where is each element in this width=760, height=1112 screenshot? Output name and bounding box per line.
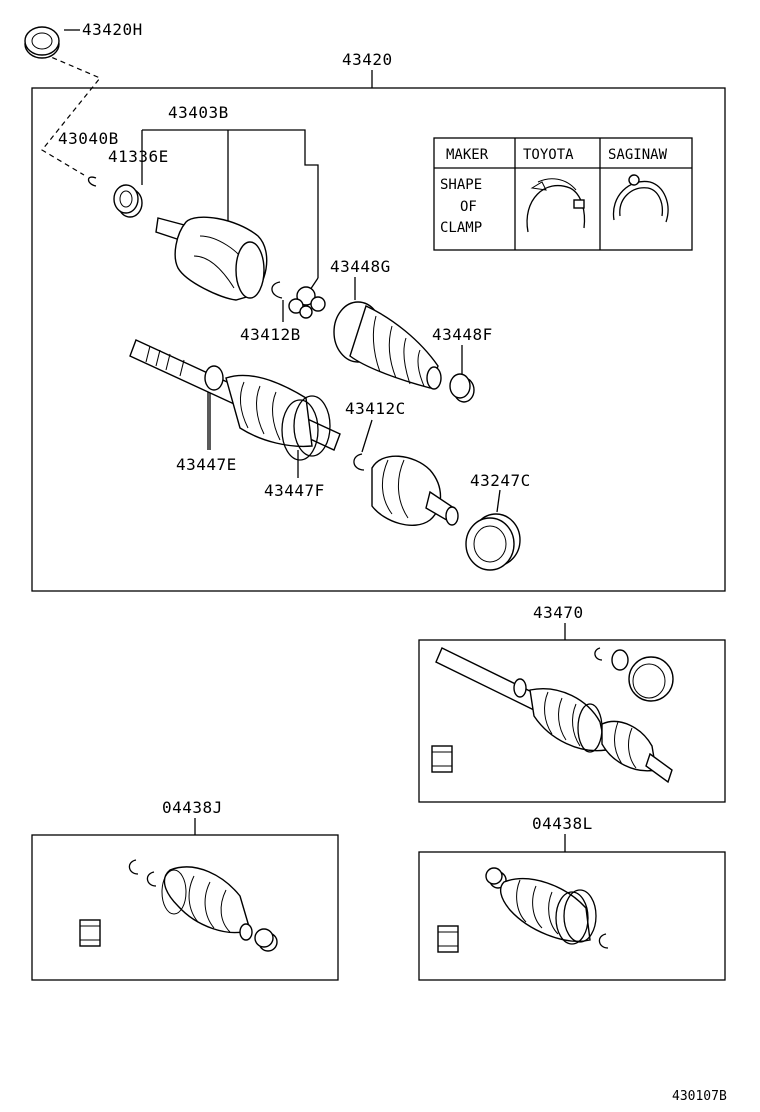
housing-43403B: [155, 216, 268, 301]
tripod-joint: [288, 286, 326, 319]
seal-43420H: [24, 26, 60, 59]
kit-04438L-frame: [418, 851, 726, 981]
boot-43447F: [225, 374, 331, 461]
main-assembly-frame: [31, 87, 726, 592]
label-43470: 43470: [533, 603, 584, 622]
label-43420H: 43420H: [82, 20, 143, 39]
table-row-label-of: OF: [460, 199, 477, 215]
table-header-saginaw: SAGINAW: [608, 147, 668, 163]
label-41336E: 41336E: [108, 147, 169, 166]
ring-43247C: [465, 513, 521, 571]
leader-43412C: [361, 419, 373, 453]
label-43448G: 43448G: [330, 257, 391, 276]
leader-43420H-dashed: [41, 53, 101, 176]
snap-ring-43040B: [87, 176, 97, 187]
clamp-shape-table: MAKER TOYOTA SAGINAW SHAPE OF CLAMP: [433, 137, 693, 251]
circlip-43412B: [271, 281, 283, 299]
label-reference-number: 430107B: [672, 1089, 727, 1104]
label-43447F: 43447F: [264, 481, 325, 500]
circlip-43412C: [353, 453, 365, 471]
kit-04438L-drawing: [437, 867, 609, 953]
kit-04438J-drawing: [79, 859, 278, 952]
label-04438L: 04438L: [532, 814, 593, 833]
label-43412B: 43412B: [240, 325, 301, 344]
saginaw-clamp-icon: [612, 174, 669, 223]
kit-04438J-frame: [31, 834, 339, 981]
table-header-toyota: TOYOTA: [523, 147, 574, 163]
toyota-clamp-icon: [526, 178, 586, 233]
label-43448F: 43448F: [432, 325, 493, 344]
label-43403B: 43403B: [168, 103, 229, 122]
table-row-label-clamp: CLAMP: [440, 220, 482, 236]
label-43420: 43420: [342, 50, 393, 69]
leader-43247C: [496, 489, 501, 513]
table-row-label-shape: SHAPE: [440, 177, 482, 193]
clamp-43448F: [449, 373, 475, 403]
assembly-43470-drawing: [431, 647, 674, 784]
table-header-maker: MAKER: [446, 147, 489, 163]
label-04438J: 04438J: [162, 798, 223, 817]
label-43447E: 43447E: [176, 455, 237, 474]
boot-43448G: [333, 301, 442, 390]
label-43040B: 43040B: [58, 129, 119, 148]
leader-43403B-bracket: [142, 129, 319, 278]
assembly-43470-frame: [418, 639, 726, 803]
label-43247C: 43247C: [470, 471, 531, 490]
seal-41336E: [113, 184, 143, 218]
inner-boot: [371, 455, 459, 526]
label-43412C: 43412C: [345, 399, 406, 418]
